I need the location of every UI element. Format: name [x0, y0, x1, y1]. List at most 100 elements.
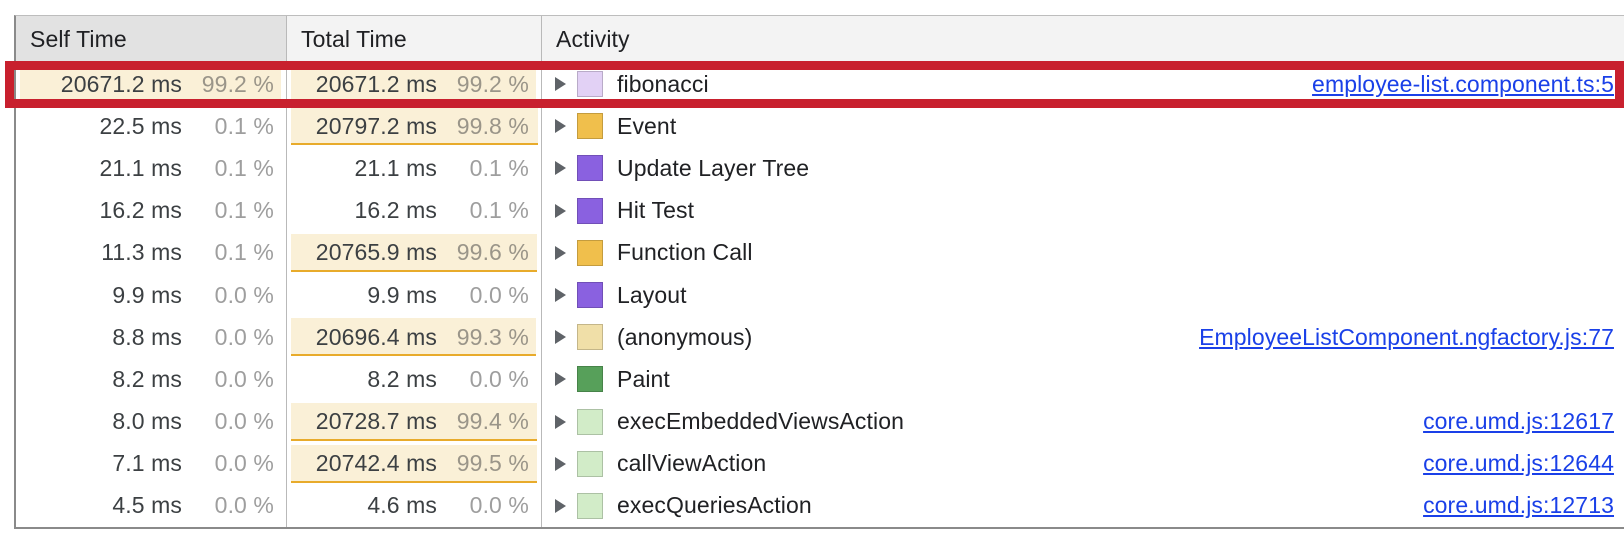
swatch-rendering-purple — [577, 282, 603, 309]
total-time-ms: 20671.2 ms — [315, 70, 437, 97]
expand-triangle-icon[interactable] — [555, 161, 566, 176]
self-time-ms: 7.1 ms — [112, 450, 182, 477]
self-time-ms: 22.5 ms — [99, 112, 182, 139]
expand-triangle-icon[interactable] — [555, 498, 566, 513]
column-header-activity[interactable]: Activity — [542, 16, 1624, 63]
expand-triangle-icon[interactable] — [555, 245, 566, 260]
self-time-ms: 20671.2 ms — [60, 70, 182, 97]
swatch-scripting-light-purple — [577, 71, 603, 98]
swatch-painting-green — [577, 366, 603, 393]
self-time-ms: 8.8 ms — [112, 323, 182, 350]
source-location-link[interactable]: employee-list.component.ts:5 — [1312, 70, 1614, 97]
activity-label: Hit Test — [617, 197, 695, 224]
total-time-percent: 0.1 % — [469, 197, 529, 224]
self-time-values: 21.1 ms 0.1 % — [16, 147, 286, 189]
self-time-ms: 8.0 ms — [112, 408, 182, 435]
total-time-ms: 20696.4 ms — [315, 323, 437, 350]
expand-triangle-icon[interactable] — [555, 414, 566, 429]
swatch-scripting-pale-green — [577, 408, 603, 435]
self-time-percent: 0.0 % — [214, 323, 274, 350]
source-location-link[interactable]: core.umd.js:12617 — [1423, 408, 1614, 435]
source-location-link[interactable]: core.umd.js:12713 — [1423, 492, 1614, 519]
cell-activity: Event — [542, 105, 1624, 147]
table-row[interactable]: 8.8 ms 0.0 % 20696.4 ms 99.3 % (anonymous)Em… — [16, 316, 1624, 359]
source-location-link[interactable]: core.umd.js:12644 — [1423, 450, 1614, 477]
expand-triangle-icon[interactable] — [555, 288, 566, 303]
total-time-values: 20696.4 ms 99.3 % — [287, 316, 541, 358]
activity-label: Event — [617, 112, 677, 139]
self-time-percent: 0.1 % — [214, 154, 274, 181]
cell-activity: fibonacci employee-list.component.ts:5 — [542, 63, 1624, 105]
column-header-total-time[interactable]: Total Time — [287, 16, 542, 63]
total-time-percent: 99.8 % — [456, 112, 529, 139]
self-time-values: 8.8 ms 0.0 % — [16, 316, 286, 358]
total-time-percent: 99.4 % — [456, 408, 529, 435]
swatch-scripting-pale-green — [577, 492, 603, 519]
self-time-ms: 16.2 ms — [99, 197, 182, 224]
self-time-values: 22.5 ms 0.1 % — [16, 105, 286, 147]
expand-triangle-icon[interactable] — [555, 456, 566, 471]
column-header-total-time-label: Total Time — [301, 26, 407, 52]
activity-label: Update Layer Tree — [617, 154, 810, 181]
total-time-bar — [291, 65, 537, 104]
activity-label: Paint — [617, 365, 670, 392]
cell-total-time: 16.2 ms 0.1 % — [287, 189, 542, 232]
total-time-ms: 16.2 ms — [354, 197, 437, 224]
total-time-ms: 20765.9 ms — [315, 239, 437, 266]
self-time-ms: 4.5 ms — [112, 492, 182, 519]
cell-activity: Paint — [542, 358, 1624, 400]
expand-triangle-icon[interactable] — [555, 203, 566, 218]
self-time-percent: 0.1 % — [214, 112, 274, 139]
activity-label: fibonacci — [617, 70, 709, 97]
expand-triangle-icon[interactable] — [555, 119, 566, 134]
swatch-event-yellow — [577, 113, 603, 140]
total-time-bar — [291, 444, 537, 483]
self-time-percent: 99.2 % — [201, 70, 274, 97]
cell-activity: (anonymous)EmployeeListComponent.ngfacto… — [542, 316, 1624, 358]
table-header-row: Self Time Total Time Activity — [16, 16, 1624, 63]
swatch-rendering-purple — [577, 155, 603, 182]
total-time-ms: 21.1 ms — [354, 154, 437, 181]
activity-label: Function Call — [617, 239, 753, 266]
swatch-scripting-yellow — [577, 239, 603, 266]
column-header-self-time[interactable]: Self Time — [16, 16, 287, 63]
self-time-ms: 21.1 ms — [99, 154, 182, 181]
expand-triangle-icon[interactable] — [555, 330, 566, 345]
expand-triangle-icon[interactable] — [555, 372, 566, 387]
total-time-bar — [291, 107, 538, 146]
source-location-link[interactable]: EmployeeListComponent.ngfactory.js:77 — [1199, 323, 1614, 350]
total-time-percent: 99.3 % — [456, 323, 529, 350]
expand-triangle-icon[interactable] — [555, 77, 566, 92]
